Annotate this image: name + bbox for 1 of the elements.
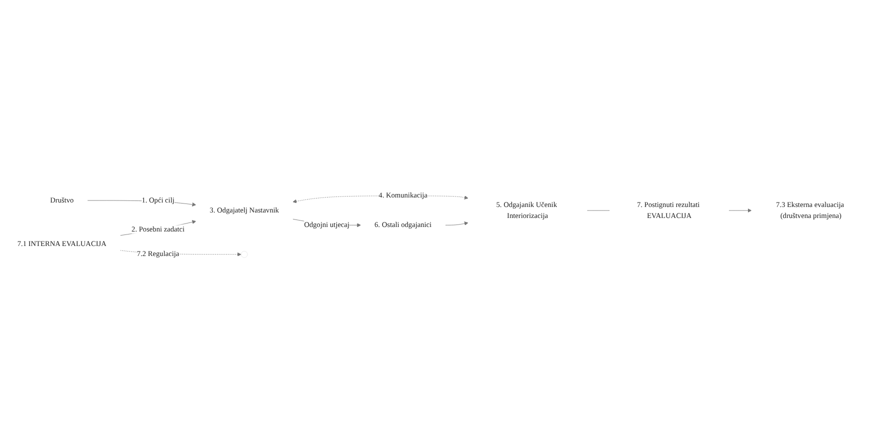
connector xyxy=(586,210,610,211)
